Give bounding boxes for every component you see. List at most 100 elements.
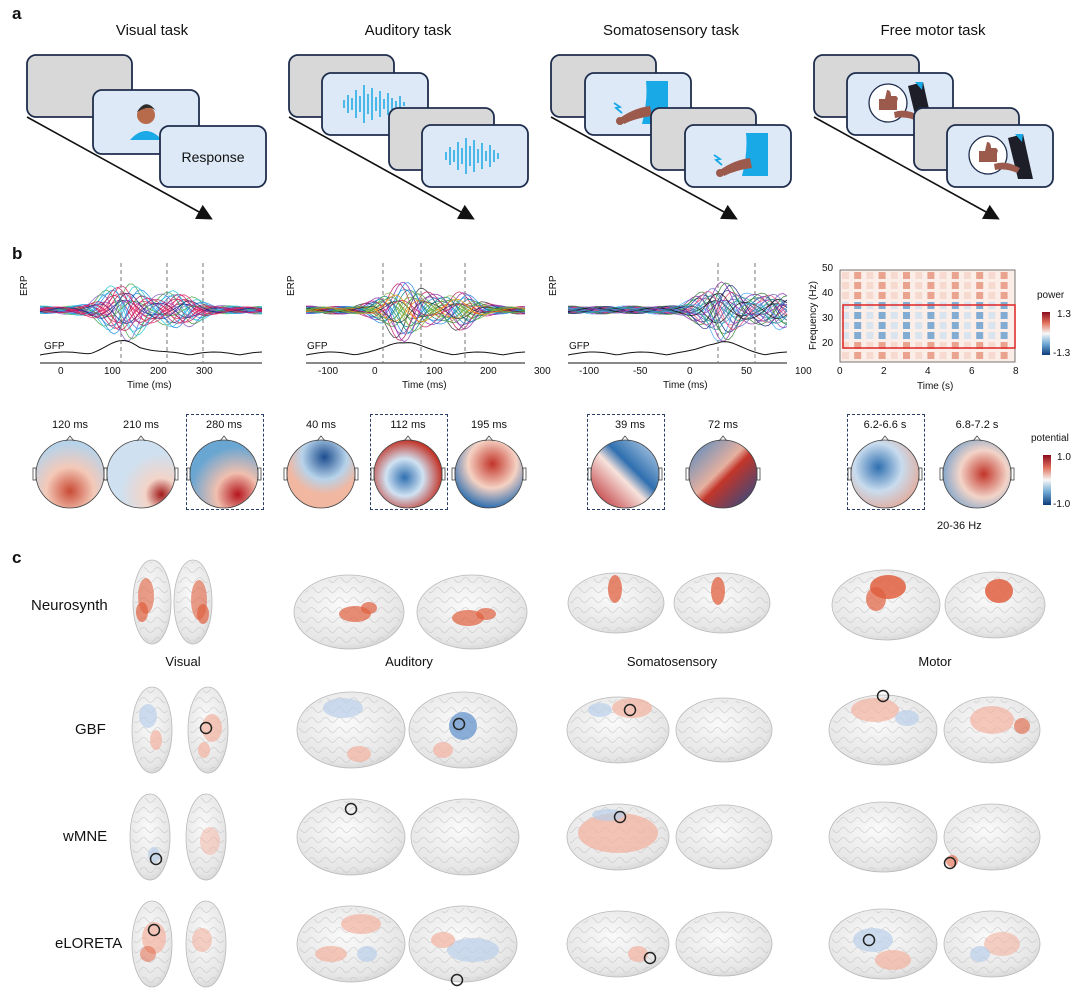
col-label-motor: Motor (918, 654, 952, 669)
motor-task-diagram (813, 54, 1054, 220)
brain-surface (293, 574, 405, 650)
brain-surface (129, 793, 171, 881)
erp-tick-label: 200 (480, 366, 497, 377)
ear-icon (847, 467, 852, 481)
spec-cell (866, 312, 874, 319)
spec-cell (915, 282, 923, 289)
topomap-head (847, 435, 923, 509)
spec-cell (878, 342, 886, 349)
task-diagrams (26, 54, 1054, 220)
ear-icon (370, 467, 375, 481)
nose-icon (316, 435, 326, 442)
spec-cell (988, 352, 996, 359)
power-colorbar-title: power (1037, 290, 1065, 301)
spec-cell (866, 352, 874, 359)
spec-cell (890, 332, 898, 339)
nose-icon (65, 435, 75, 442)
task-title-visual: Visual task (115, 22, 189, 39)
spec-cell (866, 292, 874, 299)
brain-surface (410, 798, 520, 876)
spec-cell (951, 312, 959, 319)
activation-blob (431, 932, 455, 948)
spec-cell (854, 322, 862, 329)
spec-xlabel: Time (s) (917, 381, 954, 392)
activation-blob (197, 604, 209, 624)
erp-plot-3 (567, 263, 788, 364)
topomap-head (939, 435, 1015, 509)
spec-ytick: 20 (822, 338, 834, 349)
activation-blob (357, 946, 377, 962)
spec-cell (927, 352, 935, 359)
topo-label-a2: 112 ms (390, 419, 426, 431)
spec-cell (976, 282, 984, 289)
spec-cell (854, 332, 862, 339)
ear-icon (756, 467, 761, 481)
topo-label-s2: 72 ms (708, 419, 738, 431)
erp-plot-1 (39, 263, 263, 364)
highlight-box-motor (847, 414, 925, 510)
highlight-box-visual (186, 414, 264, 510)
erp-plot-2 (305, 263, 526, 364)
ear-icon (283, 467, 288, 481)
ear-icon (1010, 467, 1015, 481)
activation-blob (136, 602, 148, 622)
spec-cell (951, 342, 959, 349)
topomap-head (32, 435, 108, 509)
erp-trace (567, 285, 788, 329)
ear-icon (918, 467, 923, 481)
erp-tick-label: 300 (196, 366, 213, 377)
erp-trace (567, 291, 788, 341)
brain-surface (131, 686, 173, 774)
brain-surface (943, 910, 1041, 978)
ear-icon (186, 467, 191, 481)
potential-colorbar-min: -1.0 (1053, 499, 1071, 510)
spec-cell (976, 292, 984, 299)
waveform-icon-2 (445, 138, 499, 174)
brain-maps (129, 559, 1046, 988)
spec-cell (951, 322, 959, 329)
spec-cell (939, 272, 947, 279)
erp-ylabel-3: ERP (548, 275, 559, 296)
ear-icon (522, 467, 527, 481)
gfp-label-3: GFP (569, 341, 590, 352)
spec-cell (915, 322, 923, 329)
spec-cell (890, 272, 898, 279)
nose-icon (136, 435, 146, 442)
visual-task-diagram (26, 54, 267, 220)
spec-cell (903, 352, 910, 359)
spec-cell (854, 272, 862, 279)
spec-cell (854, 342, 862, 349)
spec-cell (842, 312, 849, 319)
brain-surface (828, 689, 938, 766)
activation-blob (612, 698, 652, 718)
spec-xtick: 2 (881, 366, 887, 377)
spec-cell (939, 322, 947, 329)
spec-cell (927, 332, 935, 339)
erp-tick-label: 100 (426, 366, 443, 377)
activation-blob (361, 602, 377, 614)
spec-cell (927, 292, 935, 299)
spec-ytick: 50 (822, 263, 834, 274)
spec-cell (903, 272, 910, 279)
spec-cell (1000, 282, 1008, 289)
spec-cell (890, 322, 898, 329)
spec-cell (866, 272, 874, 279)
source-location-marker (943, 856, 957, 870)
activation-blob (608, 575, 622, 603)
spec-xtick: 4 (925, 366, 931, 377)
spec-cell (976, 272, 984, 279)
spec-cell (903, 332, 910, 339)
spec-cell (854, 292, 862, 299)
activation-blob (341, 914, 381, 934)
spec-cell (842, 272, 849, 279)
topomap-head (370, 435, 446, 509)
spec-cell (915, 332, 923, 339)
erp-tick-label: 300 (534, 366, 551, 377)
row-label-neurosynth: Neurosynth (31, 597, 108, 614)
activation-blob (1014, 718, 1030, 734)
activation-blob (150, 730, 162, 750)
potential-colorbar-title: potential (1031, 433, 1069, 444)
spec-cell (939, 292, 947, 299)
spec-cell (939, 332, 947, 339)
brain-surface (185, 900, 227, 988)
